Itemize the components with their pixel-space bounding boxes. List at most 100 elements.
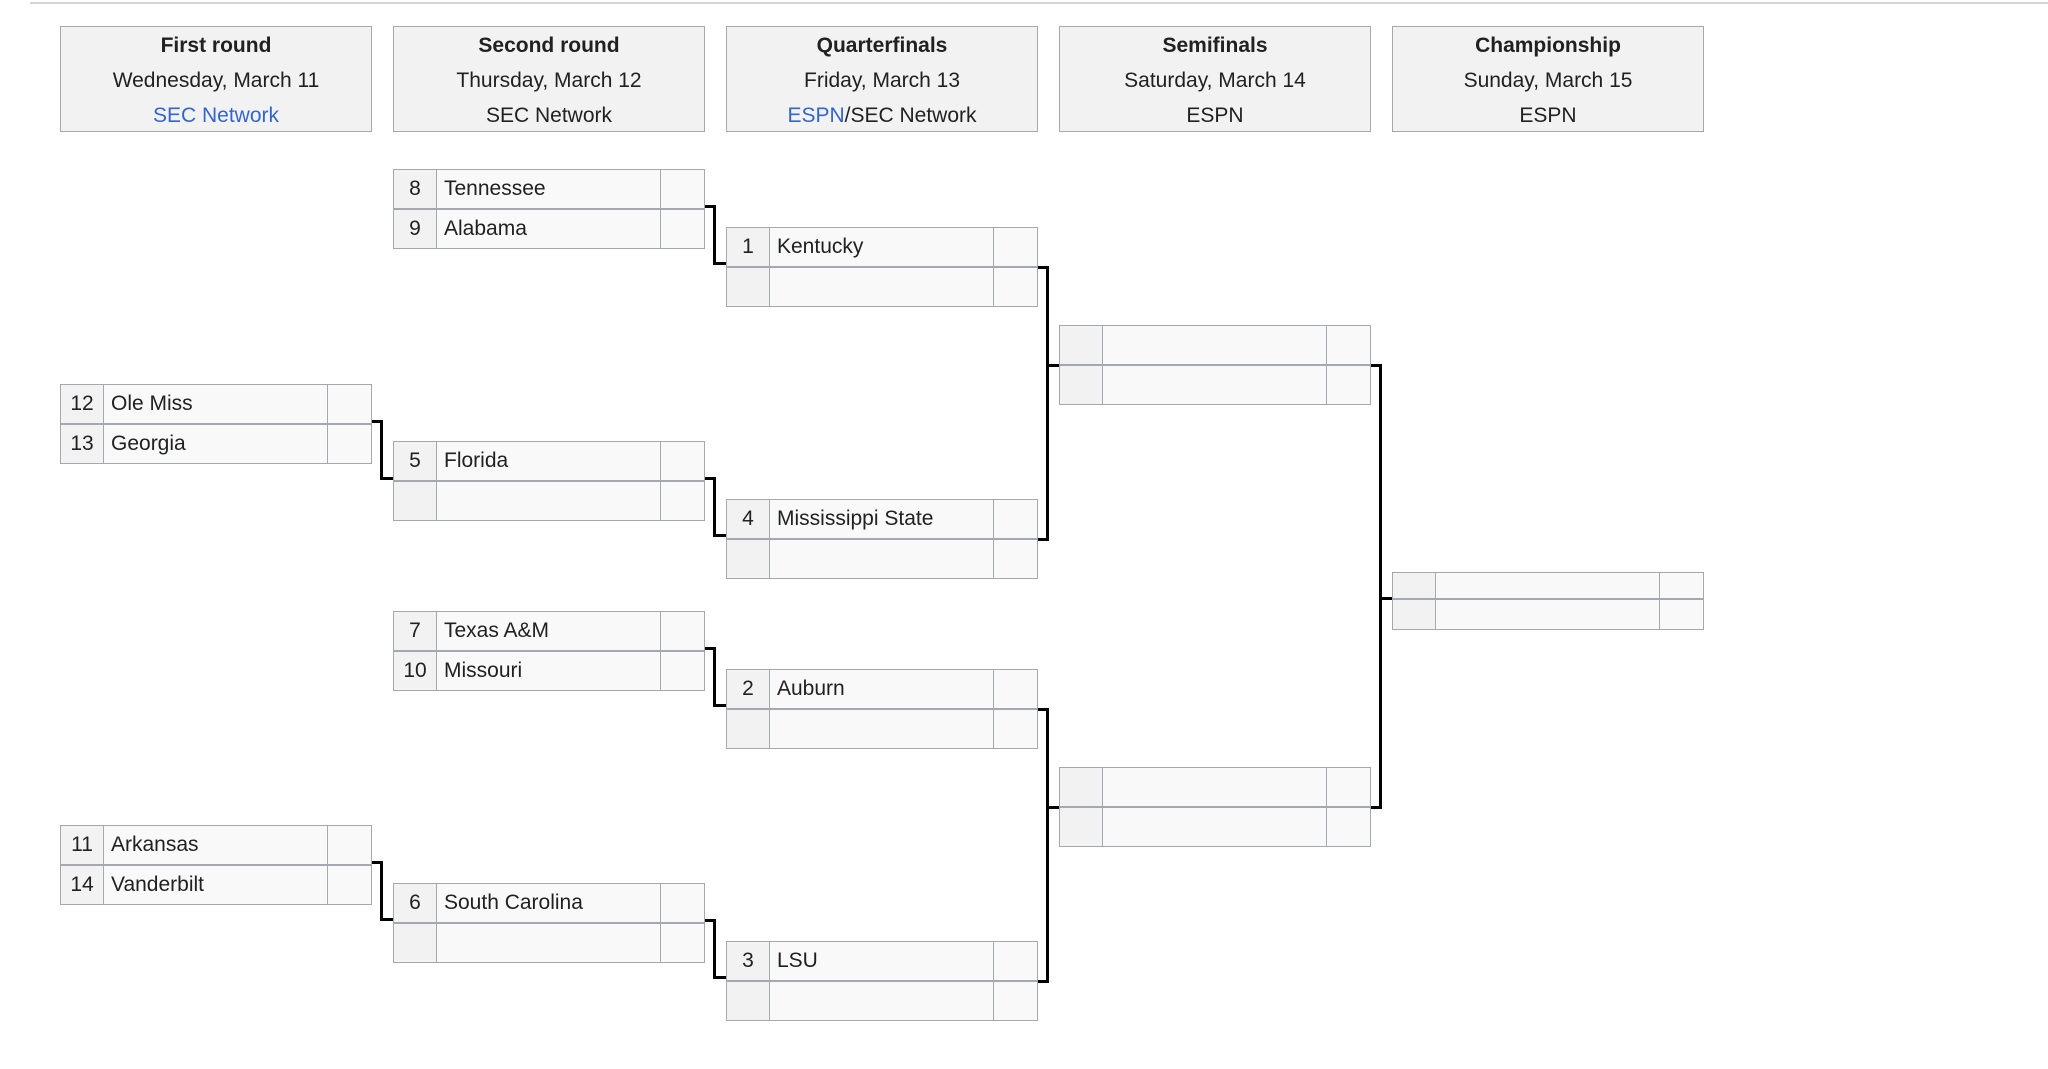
score <box>994 267 1038 307</box>
score <box>1660 572 1704 599</box>
score <box>994 709 1038 749</box>
round-date: Saturday, March 14 <box>1124 69 1306 92</box>
seed <box>726 981 770 1021</box>
team-slot: 1 Kentucky <box>726 227 1038 267</box>
bracket-connector <box>705 477 715 480</box>
seed: 6 <box>393 883 437 923</box>
round-header-semifinals: Semifinals Saturday, March 14 ESPN <box>1059 26 1371 132</box>
round-header-championship: Championship Sunday, March 15 ESPN <box>1392 26 1704 132</box>
bracket-connector <box>705 647 715 650</box>
seed: 2 <box>726 669 770 709</box>
team-slot <box>726 539 1038 579</box>
seed <box>1059 767 1103 807</box>
round-date: Sunday, March 15 <box>1463 69 1633 92</box>
score <box>661 169 705 209</box>
team-name <box>1436 599 1660 630</box>
bracket-connector <box>1038 266 1048 269</box>
team-slot: 11 Arkansas <box>60 825 372 865</box>
seed: 4 <box>726 499 770 539</box>
score <box>1327 767 1371 807</box>
score <box>994 499 1038 539</box>
team-slot: 8 Tennessee <box>393 169 705 209</box>
score <box>661 441 705 481</box>
network-link[interactable]: ESPN <box>787 104 845 127</box>
bracket-connector <box>713 976 726 979</box>
bracket-connector <box>713 704 726 707</box>
seed: 5 <box>393 441 437 481</box>
team-name <box>770 981 994 1021</box>
seed <box>726 267 770 307</box>
round-name: Second round <box>478 34 620 57</box>
team-slot: 9 Alabama <box>393 209 705 249</box>
team-name <box>437 481 661 521</box>
team-slot <box>1392 599 1704 630</box>
seed <box>726 539 770 579</box>
bracket-connector <box>372 420 382 423</box>
score <box>994 941 1038 981</box>
team-slot <box>1392 572 1704 599</box>
bracket-connector <box>1046 708 1049 983</box>
seed <box>1059 807 1103 847</box>
team-slot: 2 Auburn <box>726 669 1038 709</box>
team-slot <box>726 267 1038 307</box>
team-name: Texas A&M <box>437 611 661 651</box>
team-name: Arkansas <box>104 825 328 865</box>
team-name <box>770 267 994 307</box>
team-name <box>1103 767 1327 807</box>
team-name <box>1436 572 1660 599</box>
team-slot: 14 Vanderbilt <box>60 865 372 905</box>
network-text: /SEC Network <box>844 104 977 127</box>
seed <box>726 709 770 749</box>
network-text: SEC Network <box>485 104 613 127</box>
score <box>328 865 372 905</box>
score <box>661 611 705 651</box>
score <box>328 825 372 865</box>
bracket-connector <box>713 919 716 979</box>
team-name: Mississippi State <box>770 499 994 539</box>
score <box>1327 365 1371 405</box>
network-text: ESPN <box>1519 104 1577 127</box>
round-name: Semifinals <box>1162 34 1268 57</box>
bracket-connector <box>372 861 382 864</box>
team-slot: 4 Mississippi State <box>726 499 1038 539</box>
top-divider <box>30 2 2048 4</box>
team-name: Alabama <box>437 209 661 249</box>
score <box>661 651 705 691</box>
team-slot <box>393 923 705 963</box>
team-slot <box>1059 365 1371 405</box>
bracket-connector <box>713 647 716 707</box>
bracket-connector <box>1038 708 1048 711</box>
team-name: Vanderbilt <box>104 865 328 905</box>
seed: 11 <box>60 825 104 865</box>
round-header-quarterfinals: Quarterfinals Friday, March 13 ESPN/SEC … <box>726 26 1038 132</box>
bracket-connector <box>713 205 716 265</box>
team-slot <box>1059 807 1371 847</box>
seed: 8 <box>393 169 437 209</box>
seed <box>1059 325 1103 365</box>
seed <box>1392 599 1436 630</box>
team-slot: 10 Missouri <box>393 651 705 691</box>
team-name <box>1103 325 1327 365</box>
round-date: Friday, March 13 <box>804 69 960 92</box>
team-name <box>437 923 661 963</box>
bracket-connector <box>1371 806 1381 809</box>
score <box>994 227 1038 267</box>
team-name <box>770 709 994 749</box>
network-text: ESPN <box>1186 104 1244 127</box>
team-name: Auburn <box>770 669 994 709</box>
bracket-connector <box>713 534 726 537</box>
round-date: Wednesday, March 11 <box>112 69 320 92</box>
team-name: Tennessee <box>437 169 661 209</box>
bracket-connector <box>705 919 715 922</box>
seed: 13 <box>60 424 104 464</box>
team-slot <box>1059 767 1371 807</box>
network-link[interactable]: SEC Network <box>152 104 280 127</box>
seed: 10 <box>393 651 437 691</box>
seed <box>393 923 437 963</box>
round-name: Quarterfinals <box>816 34 948 57</box>
team-name: Kentucky <box>770 227 994 267</box>
team-slot <box>1059 325 1371 365</box>
round-name: Championship <box>1475 34 1621 57</box>
score <box>1327 325 1371 365</box>
round-header-first: First round Wednesday, March 11 SEC Netw… <box>60 26 372 132</box>
